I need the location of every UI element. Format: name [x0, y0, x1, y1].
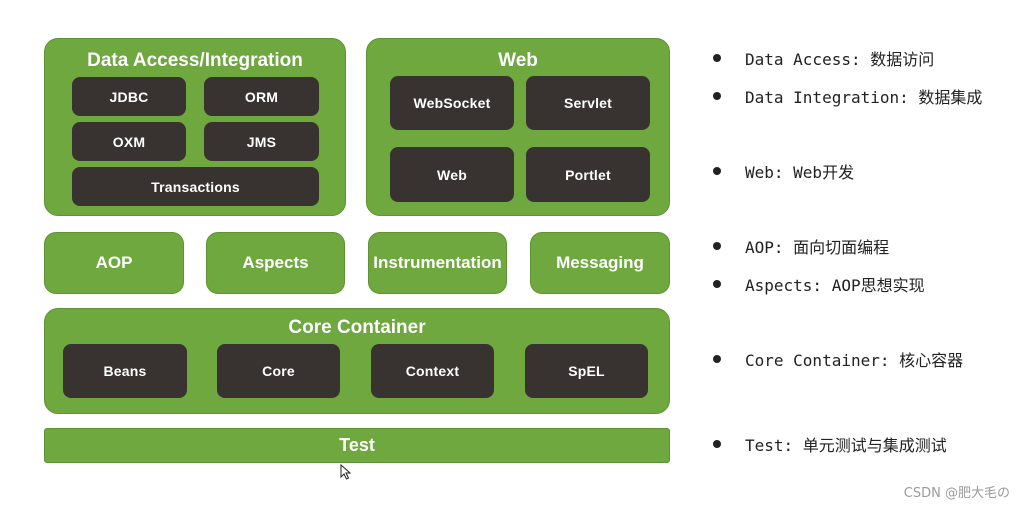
oxm-box: OXM — [72, 122, 186, 161]
bullet-dot-icon — [713, 242, 721, 250]
bullet-dot-icon — [713, 54, 721, 62]
websocket-box: WebSocket — [390, 76, 514, 130]
context-box: Context — [371, 344, 494, 398]
transactions-box: Transactions — [72, 167, 319, 206]
servlet-box: Servlet — [526, 76, 650, 130]
mouse-pointer-icon — [340, 464, 352, 480]
web-box: Web — [390, 147, 514, 202]
bullet-item: Web: Web开发 — [713, 159, 854, 183]
bullet-item: Data Integration: 数据集成 — [713, 84, 982, 108]
orm-box: ORM — [204, 77, 319, 116]
test-module: Test — [44, 428, 670, 463]
bullet-dot-icon — [713, 355, 721, 363]
bullet-item: AOP: 面向切面编程 — [713, 234, 889, 258]
bullet-text: Web: Web开发 — [745, 163, 855, 182]
instrumentation-module: Instrumentation — [368, 232, 507, 294]
messaging-module: Messaging — [530, 232, 670, 294]
bullet-dot-icon — [713, 280, 721, 288]
aop-module: AOP — [44, 232, 184, 294]
bullet-dot-icon — [713, 92, 721, 100]
portlet-box: Portlet — [526, 147, 650, 202]
bullet-dot-icon — [713, 167, 721, 175]
bullet-text: AOP: 面向切面编程 — [745, 238, 890, 257]
jms-box: JMS — [204, 122, 319, 161]
bullet-text: Data Integration: 数据集成 — [745, 88, 983, 107]
bullet-text: Data Access: 数据访问 — [745, 50, 935, 69]
web-title: Web — [498, 50, 538, 71]
core-container-title: Core Container — [288, 317, 426, 338]
spel-box: SpEL — [525, 344, 648, 398]
jdbc-box: JDBC — [72, 77, 186, 116]
bullet-text: Aspects: AOP思想实现 — [745, 276, 925, 295]
bullet-item: Core Container: 核心容器 — [713, 347, 963, 371]
bullet-dot-icon — [713, 440, 721, 448]
core-box: Core — [217, 344, 340, 398]
bullet-text: Test: 单元测试与集成测试 — [745, 436, 947, 455]
watermark: CSDN @肥大毛の — [903, 486, 1010, 501]
aspects-module: Aspects — [206, 232, 345, 294]
bullet-text: Core Container: 核心容器 — [745, 351, 964, 370]
bullet-item: Data Access: 数据访问 — [713, 46, 934, 70]
bullet-item: Test: 单元测试与集成测试 — [713, 432, 947, 456]
beans-box: Beans — [63, 344, 187, 398]
data-access-integration-title: Data Access/Integration — [87, 50, 303, 71]
bullet-item: Aspects: AOP思想实现 — [713, 272, 925, 296]
